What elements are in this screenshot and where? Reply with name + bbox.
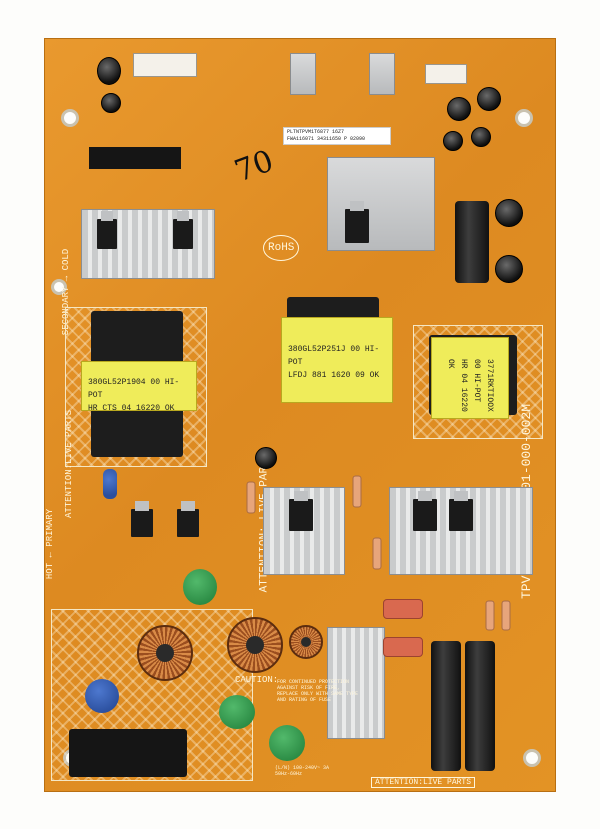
small-heatsink bbox=[369, 53, 395, 95]
serial-label: PLTNTPVM1T6877 16Z7 FWA116071 34311650 P… bbox=[283, 127, 391, 145]
transformer-center: 380GL52P251J 00 HI-POT LFDJ 881 1620 09 … bbox=[281, 317, 393, 403]
serial-label-sub: FWA116071 34311650 P 02090 bbox=[287, 136, 366, 142]
caution-heading: CAUTION: bbox=[235, 675, 279, 685]
transformer-center-line2: LFDJ 881 1620 09 OK bbox=[288, 371, 380, 381]
capacitor bbox=[447, 97, 471, 121]
resistor bbox=[372, 537, 382, 570]
top-connector bbox=[133, 53, 197, 77]
electrolytic-capacitor bbox=[455, 201, 489, 283]
y-capacitor bbox=[103, 469, 117, 499]
transistor bbox=[131, 501, 153, 537]
film-capacitor bbox=[383, 599, 423, 619]
transistor bbox=[173, 211, 193, 249]
varistor bbox=[219, 695, 255, 729]
transistor bbox=[413, 491, 437, 531]
capacitor bbox=[101, 93, 121, 113]
capacitor bbox=[443, 131, 463, 151]
transistor bbox=[289, 491, 313, 531]
attention-live-parts-bottom: ATTENTION:LIVE PARTS bbox=[371, 777, 476, 788]
bridge-rectifier-heatsink bbox=[327, 627, 385, 739]
film-capacitor bbox=[383, 637, 423, 657]
capacitor bbox=[471, 127, 491, 147]
bulk-capacitor bbox=[431, 641, 461, 771]
varistor bbox=[269, 725, 305, 761]
transistor bbox=[97, 211, 117, 249]
capacitor bbox=[495, 255, 523, 283]
mounting-hole bbox=[61, 109, 79, 127]
header-connector bbox=[89, 147, 181, 169]
transformer-right: 3771RKTIOOX 00 HI-POT HR 04 16220 OK bbox=[431, 337, 509, 419]
capacitor bbox=[495, 199, 523, 227]
transformer-right-line1: 3771RKTIOOX 00 HI-POT bbox=[472, 359, 494, 412]
ac-input-connector bbox=[69, 729, 187, 777]
hot-primary-label: HOT ← PRIMARY bbox=[45, 508, 56, 580]
inductor bbox=[289, 625, 323, 659]
transistor bbox=[345, 201, 369, 243]
resistor bbox=[246, 481, 256, 514]
secondary-heatsink-right bbox=[327, 157, 435, 251]
transformer-right-line2: HR 04 16220 OK bbox=[446, 359, 468, 412]
handwritten-mark: 70 bbox=[230, 143, 279, 190]
pcb-board: PLTNTPVM1T6877 16Z7 FWA116071 34311650 P… bbox=[44, 38, 556, 792]
mounting-hole bbox=[51, 279, 67, 295]
mounting-hole bbox=[523, 749, 541, 767]
capacitor bbox=[97, 57, 121, 85]
transformer-left-line1: 380GL52P1904 00 HI-POT bbox=[88, 378, 180, 401]
top-right-connector bbox=[425, 64, 467, 84]
bulk-capacitor bbox=[465, 641, 495, 771]
transistor bbox=[177, 501, 199, 537]
transformer-center-line1: 380GL52P251J 00 HI-POT bbox=[288, 345, 380, 368]
x-capacitor bbox=[85, 679, 119, 713]
resistor bbox=[485, 600, 495, 631]
capacitor bbox=[477, 87, 501, 111]
resistor bbox=[352, 475, 362, 508]
small-heatsink bbox=[290, 53, 316, 95]
capacitor bbox=[255, 447, 277, 469]
common-mode-choke bbox=[227, 617, 283, 673]
serial-label-text: PLTNTPVM1T6877 16Z7 bbox=[287, 129, 345, 135]
caution-text: FOR CONTINUED PROTECTION AGAINST RISK OF… bbox=[277, 679, 359, 703]
transformer-left: 380GL52P1904 00 HI-POT HR CTS 04 16220 O… bbox=[81, 361, 197, 413]
mounting-hole bbox=[515, 109, 533, 127]
transformer-left-line2: HR CTS 04 16220 OK bbox=[88, 404, 175, 414]
attention-live-parts-left: ATTENTION:LIVE PARTS bbox=[64, 409, 75, 519]
transistor bbox=[449, 491, 473, 531]
rohs-mark: RoHS bbox=[263, 235, 300, 261]
common-mode-choke bbox=[137, 625, 193, 681]
resistor bbox=[501, 600, 511, 631]
rating-text: (L/N) 100-240V~ 3A 50Hz-60Hz bbox=[275, 765, 330, 777]
thermistor bbox=[183, 569, 217, 605]
